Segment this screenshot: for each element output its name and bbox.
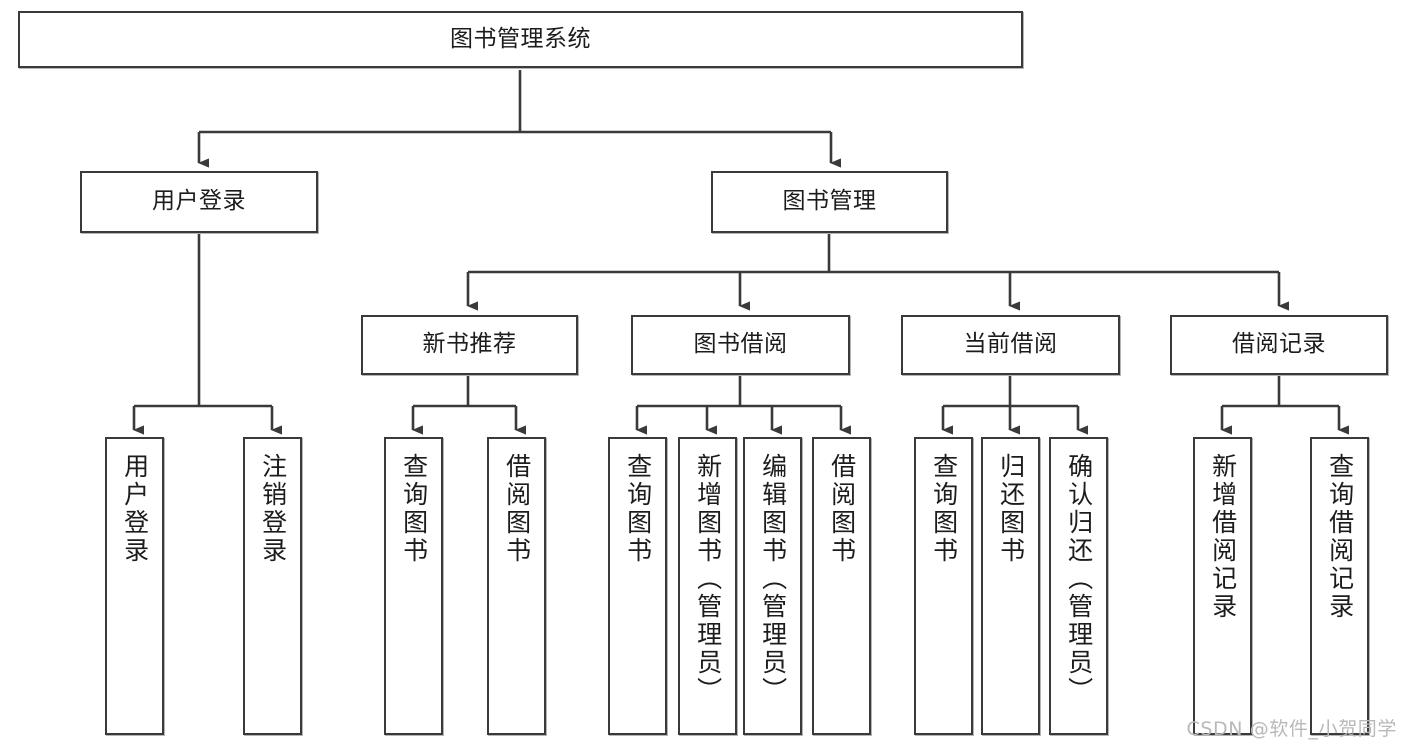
node-new-book-recommend-label: 新书推荐 xyxy=(422,331,517,358)
node-new-book-recommend[interactable]: 新书推荐 xyxy=(361,315,578,375)
leaf-user-login[interactable]: 用户登录 xyxy=(105,437,164,735)
node-current-borrow[interactable]: 当前借阅 xyxy=(901,315,1120,375)
node-root-label: 图书管理系统 xyxy=(450,25,591,52)
leaf-query-book-3-label: 查询图书 xyxy=(929,453,959,565)
node-current-borrow-label: 当前借阅 xyxy=(963,331,1058,358)
leaf-user-logout[interactable]: 注销登录 xyxy=(243,437,302,735)
leaf-user-logout-label: 注销登录 xyxy=(258,453,288,565)
node-borrow-records[interactable]: 借阅记录 xyxy=(1170,315,1388,375)
node-book-borrow[interactable]: 图书借阅 xyxy=(631,315,850,375)
leaf-user-login-label: 用户登录 xyxy=(120,453,150,565)
leaf-query-book-2-label: 查询图书 xyxy=(623,453,653,565)
node-book-borrow-label: 图书借阅 xyxy=(693,331,788,358)
leaf-confirm-return[interactable]: 确认归还（管理员） xyxy=(1049,437,1108,735)
node-user-login[interactable]: 用户登录 xyxy=(80,171,318,233)
leaf-query-record[interactable]: 查询借阅记录 xyxy=(1310,437,1369,735)
leaf-borrow-book-1[interactable]: 借阅图书 xyxy=(487,437,546,735)
leaf-query-book-2[interactable]: 查询图书 xyxy=(608,437,667,735)
leaf-query-book-1-label: 查询图书 xyxy=(399,453,429,565)
node-book-management-label: 图书管理 xyxy=(782,188,877,215)
leaf-return-book-label: 归还图书 xyxy=(996,453,1026,565)
leaf-borrow-book-2[interactable]: 借阅图书 xyxy=(812,437,871,735)
leaf-edit-book-label: 编辑图书（管理员） xyxy=(758,453,788,705)
node-borrow-records-label: 借阅记录 xyxy=(1232,331,1326,358)
leaf-add-book[interactable]: 新增图书（管理员） xyxy=(678,437,737,735)
leaf-return-book[interactable]: 归还图书 xyxy=(981,437,1040,735)
leaf-confirm-return-label: 确认归还（管理员） xyxy=(1064,453,1094,705)
csdn-watermark: CSDN @软件_小贺同学 xyxy=(1186,718,1397,740)
leaf-borrow-book-1-label: 借阅图书 xyxy=(502,453,532,565)
node-user-login-label: 用户登录 xyxy=(152,188,246,215)
leaf-query-book-1[interactable]: 查询图书 xyxy=(384,437,443,735)
node-book-management[interactable]: 图书管理 xyxy=(711,171,948,233)
leaf-query-book-3[interactable]: 查询图书 xyxy=(914,437,973,735)
leaf-add-record-label: 新增借阅记录 xyxy=(1208,453,1238,621)
leaf-borrow-book-2-label: 借阅图书 xyxy=(827,453,857,565)
leaf-add-record[interactable]: 新增借阅记录 xyxy=(1193,437,1252,735)
node-root[interactable]: 图书管理系统 xyxy=(18,11,1023,68)
leaf-add-book-label: 新增图书（管理员） xyxy=(693,453,723,705)
leaf-query-record-label: 查询借阅记录 xyxy=(1325,453,1355,621)
leaf-edit-book[interactable]: 编辑图书（管理员） xyxy=(743,437,802,735)
